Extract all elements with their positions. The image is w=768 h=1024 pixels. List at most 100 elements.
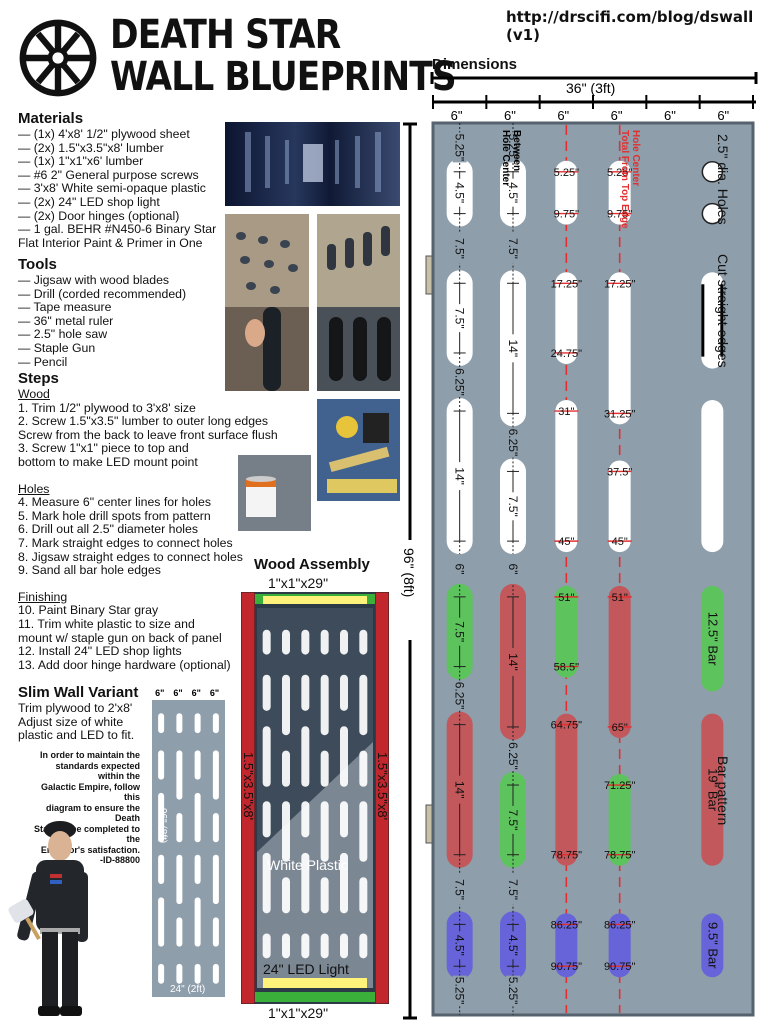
assembly-slot: [320, 750, 329, 787]
bar-length-label: 14": [453, 467, 467, 485]
width-dimension: 36" (3ft) 6"6"6"6"6"6": [430, 72, 758, 123]
tool-item: — Staple Gun: [18, 340, 96, 355]
assembly-slot: [340, 801, 348, 838]
assembly-slot: [282, 674, 290, 736]
assembly-slot: [320, 629, 329, 655]
slim-col-label: 6": [210, 688, 219, 698]
assembly-slot: [262, 852, 271, 914]
position-label: 78.75": [604, 850, 636, 862]
gap-label: 7.5": [453, 238, 467, 259]
gap-label: 7.5": [506, 238, 520, 259]
photo-tools: [317, 399, 400, 501]
page-title: DEATH STAR WALL BLUEPRINTS: [110, 14, 457, 98]
assembly-slot: [359, 877, 368, 914]
step-item: 2. Screw 1.5"x3.5" lumber to outer long …: [18, 414, 269, 429]
assembly-slot: [262, 674, 271, 711]
bar-length-label: 4.5": [453, 182, 467, 203]
position-label: 58.5": [554, 662, 579, 674]
assembly-slot: [262, 933, 271, 959]
quote-line: diagram to ensure the Death: [45, 802, 140, 824]
wood-bottom-label: 1"x1"x29": [268, 1005, 329, 1021]
holes-heading: Holes: [18, 481, 50, 496]
bar-length-label: 7.5": [506, 496, 520, 517]
hole-circle: [701, 161, 724, 183]
photo-drilled-panel: [225, 214, 309, 309]
gap-label: 6.25": [506, 429, 520, 457]
assembly-slot: [359, 933, 368, 959]
gap-label: 6.25": [453, 368, 467, 396]
bar-hole: [608, 913, 631, 978]
slim-col-label: 6": [155, 688, 164, 698]
assembly-slot: [301, 852, 310, 914]
column-width-label: 6": [611, 108, 623, 123]
bar-length-label: 4.5": [506, 935, 520, 956]
gap-label: 6": [506, 564, 520, 575]
slim-bar: [194, 963, 201, 984]
slim-bar: [212, 854, 219, 905]
position-label: 51": [612, 592, 628, 604]
quote-line: In order to maintain the: [39, 750, 140, 760]
step-item: mount w/ staple gun on back of panel: [18, 630, 222, 645]
imperial-emblem-icon: [19, 19, 97, 97]
assembly-slot: [340, 726, 348, 787]
height-dimension: 96" (8ft): [401, 122, 418, 1020]
slim-bar: [212, 813, 219, 843]
slim-note: Trim plywood to 2'x8': [18, 701, 133, 715]
dimensions-heading: Dimensions: [432, 56, 518, 73]
slim-bar: [194, 897, 201, 947]
assembly-slot: [320, 801, 329, 862]
tools-list: — Jigsaw with wood blades— Drill (corded…: [18, 273, 186, 369]
assembly-slot: [340, 629, 348, 655]
position-label: 17.25": [604, 278, 636, 290]
assembly-slot: [301, 629, 310, 655]
bar-pattern-label: Bar pattern: [715, 756, 731, 825]
step-item: 7. Mark straight edges to connect holes: [18, 535, 233, 550]
slim-note: Adjust size of white: [18, 714, 124, 729]
tool-item: — Pencil: [18, 354, 68, 369]
position-label: 17.25": [551, 278, 583, 290]
step-item: 12. Install 24" LED shop lights: [18, 644, 182, 659]
width-label: 36" (3ft): [566, 80, 615, 96]
tool-item: — Tape measure: [18, 300, 112, 315]
assembly-slot: [359, 629, 368, 655]
bar-length-label: 14": [506, 340, 520, 358]
gap-label: 5.25": [453, 977, 467, 1005]
assembly-slot: [340, 852, 348, 914]
quote-line: Emperor's satisfaction.: [40, 844, 140, 855]
legend-bar: [701, 400, 724, 553]
bar-hole: [555, 272, 578, 364]
holes-label: 2.5" dia. Holes: [715, 134, 731, 225]
hole-center-label-2: Total From Top Edge: [619, 130, 630, 229]
tools-section: Tools — Jigsaw with wood blades— Drill (…: [18, 256, 186, 369]
column-width-label: 6": [717, 108, 729, 123]
bar-hole: [555, 713, 578, 866]
slim-section: Slim Wall Variant Trim plywood to 2'x8'A…: [18, 684, 138, 743]
position-label: 78.75": [551, 850, 583, 862]
materials-heading: Materials: [18, 110, 84, 127]
bar-hole: [555, 585, 578, 678]
officer-figure: [8, 821, 88, 1016]
bar-hole: [555, 913, 578, 978]
assembly-slot: [359, 674, 368, 736]
right-lumber-label: 1.5"x3.5"x8': [375, 752, 389, 820]
photo-paint-can: [238, 455, 311, 531]
gap-label: 6.25": [453, 682, 467, 710]
slim-bar: [158, 963, 165, 984]
source-url[interactable]: http://drscifi.com/blog/dswall (v1): [506, 8, 754, 44]
photo-cut-panel: [317, 214, 400, 309]
slim-bar: [158, 792, 165, 843]
slim-bar: [158, 750, 165, 780]
bar-length-label: 7.5": [453, 308, 467, 329]
slim-width-label: 24" (2ft): [170, 984, 205, 995]
left-lumber-label: 1.5"x3.5"x8': [241, 752, 256, 820]
legend-bar: [701, 713, 724, 866]
slim-bar: [194, 713, 201, 734]
quote-line: Star will be completed to the: [33, 823, 140, 845]
legend-bar: [701, 272, 724, 369]
slim-bar: [158, 713, 165, 734]
step-item: bottom to make LED mount point: [18, 454, 198, 469]
bar-hole: [608, 585, 631, 738]
assembly-slot: [301, 801, 310, 838]
step-item: 5. Mark hole drill spots from pattern: [18, 508, 211, 523]
